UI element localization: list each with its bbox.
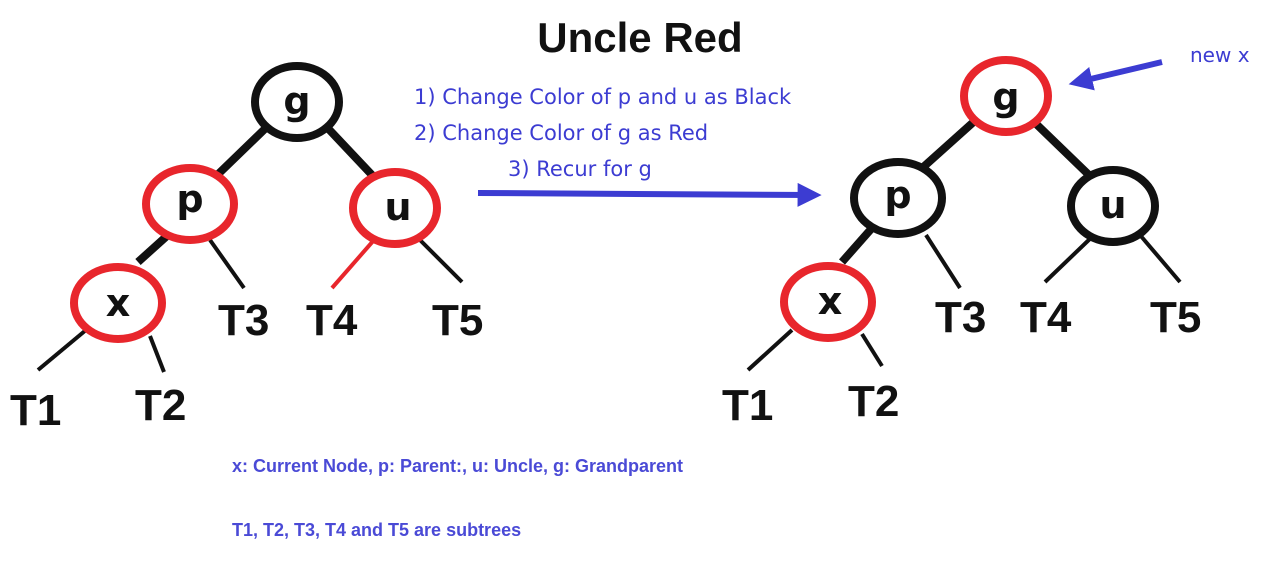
transformation-steps: 1) Change Color of p and u as Black 2) C… bbox=[414, 85, 822, 207]
edge-before-p-x bbox=[135, 232, 171, 265]
legend: x: Current Node, p: Parent:, u: Uncle, g… bbox=[232, 456, 683, 540]
new-x-pointer: new x bbox=[1068, 43, 1250, 91]
edge-before-g-p bbox=[207, 119, 275, 185]
after-subtree-t4: T4 bbox=[1020, 293, 1072, 342]
before-subtree-t1: T1 bbox=[10, 386, 61, 435]
before-node-p bbox=[142, 164, 238, 244]
edge-after-p-x bbox=[839, 225, 875, 265]
edge-after-g-u bbox=[1027, 115, 1093, 179]
edge-before-p-t3 bbox=[208, 238, 246, 290]
before-subtree-t3: T3 bbox=[218, 296, 269, 345]
before-tree: g p u x T1 T2 T3 T4 T5 bbox=[10, 62, 483, 435]
after-tree: g p u x T1 T2 T3 T4 T5 bbox=[722, 56, 1201, 430]
before-subtree-t5: T5 bbox=[432, 296, 483, 345]
after-node-g bbox=[960, 56, 1052, 136]
after-subtree-t3: T3 bbox=[935, 293, 986, 342]
edge-before-x-t1 bbox=[36, 328, 88, 372]
edge-before-g-u bbox=[319, 119, 375, 178]
after-subtree-t5: T5 bbox=[1150, 293, 1201, 342]
edge-after-p-t3 bbox=[924, 233, 962, 290]
legend-line-1: x: Current Node, p: Parent:, u: Uncle, g… bbox=[232, 456, 683, 476]
edge-before-x-t2 bbox=[148, 335, 166, 373]
edge-after-x-t1 bbox=[746, 328, 794, 372]
after-node-u-label: u bbox=[1099, 183, 1126, 227]
step-1: 1) Change Color of p and u as Black bbox=[414, 85, 792, 109]
before-subtree-t4: T4 bbox=[306, 296, 358, 345]
transform-arrow bbox=[477, 182, 822, 207]
before-node-u-label: u bbox=[384, 185, 411, 229]
before-node-g bbox=[251, 62, 343, 142]
after-node-u bbox=[1067, 166, 1159, 246]
new-x-label: new x bbox=[1190, 43, 1250, 67]
edge-after-x-t2 bbox=[860, 332, 884, 368]
after-node-g-label: g bbox=[992, 75, 1019, 119]
edge-before-u-t4 bbox=[330, 238, 376, 290]
before-node-g-label: g bbox=[283, 79, 310, 123]
new-x-arrow bbox=[1068, 59, 1163, 91]
step-2: 2) Change Color of g as Red bbox=[414, 121, 708, 145]
before-node-p-label: p bbox=[176, 177, 203, 221]
after-node-x-label: x bbox=[818, 279, 843, 323]
after-subtree-t1: T1 bbox=[722, 381, 773, 430]
legend-line-2: T1, T2, T3, T4 and T5 are subtrees bbox=[232, 520, 521, 540]
edge-after-g-p bbox=[917, 115, 981, 173]
step-3: 3) Recur for g bbox=[508, 157, 652, 181]
before-node-x bbox=[70, 263, 166, 343]
before-subtree-t2: T2 bbox=[135, 381, 186, 430]
after-node-x bbox=[780, 262, 876, 342]
edge-after-u-t4 bbox=[1043, 233, 1096, 284]
after-node-p-label: p bbox=[884, 173, 911, 217]
diagram-title: Uncle Red bbox=[537, 14, 742, 61]
before-node-u bbox=[349, 168, 441, 248]
edge-after-u-t5 bbox=[1138, 233, 1182, 284]
before-node-x-label: x bbox=[106, 281, 131, 325]
after-node-p bbox=[850, 158, 946, 238]
edge-before-u-t5 bbox=[418, 238, 464, 284]
after-subtree-t2: T2 bbox=[848, 377, 899, 426]
